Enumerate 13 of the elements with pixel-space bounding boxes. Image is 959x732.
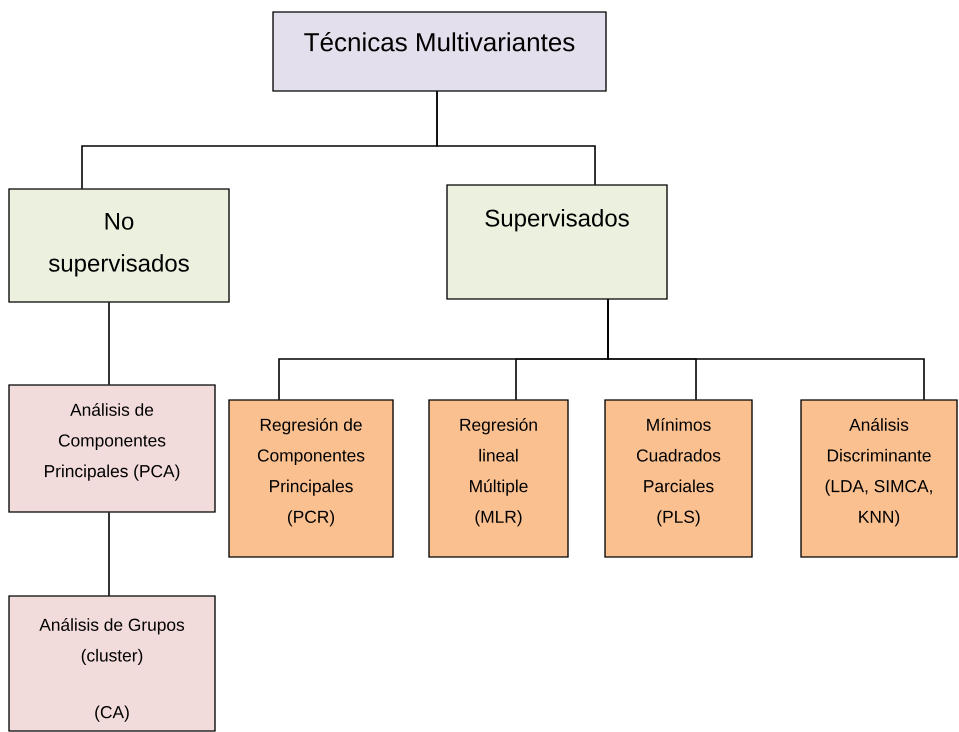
method-box: Regresión de Componentes Principales (PCR) — [228, 399, 394, 558]
method-box: Análisis de Grupos (cluster) (CA) — [8, 595, 216, 732]
root-box: Técnicas Multivariantes — [272, 11, 607, 92]
category-box: Supervisados — [446, 184, 668, 300]
method-box: Análisis Discriminante (LDA, SIMCA, KNN) — [800, 399, 958, 558]
connector-line — [436, 92, 596, 184]
connector-line — [108, 512, 110, 596]
connector-line — [108, 302, 110, 384]
category-box: No supervisados — [8, 188, 230, 303]
connector-line — [607, 300, 925, 400]
method-box: Mínimos Cuadrados Parciales (PLS) — [604, 399, 753, 558]
method-box: Análisis de Componentes Principales (PCA) — [8, 384, 216, 513]
method-box: Regresión lineal Múltiple (MLR) — [428, 399, 569, 558]
